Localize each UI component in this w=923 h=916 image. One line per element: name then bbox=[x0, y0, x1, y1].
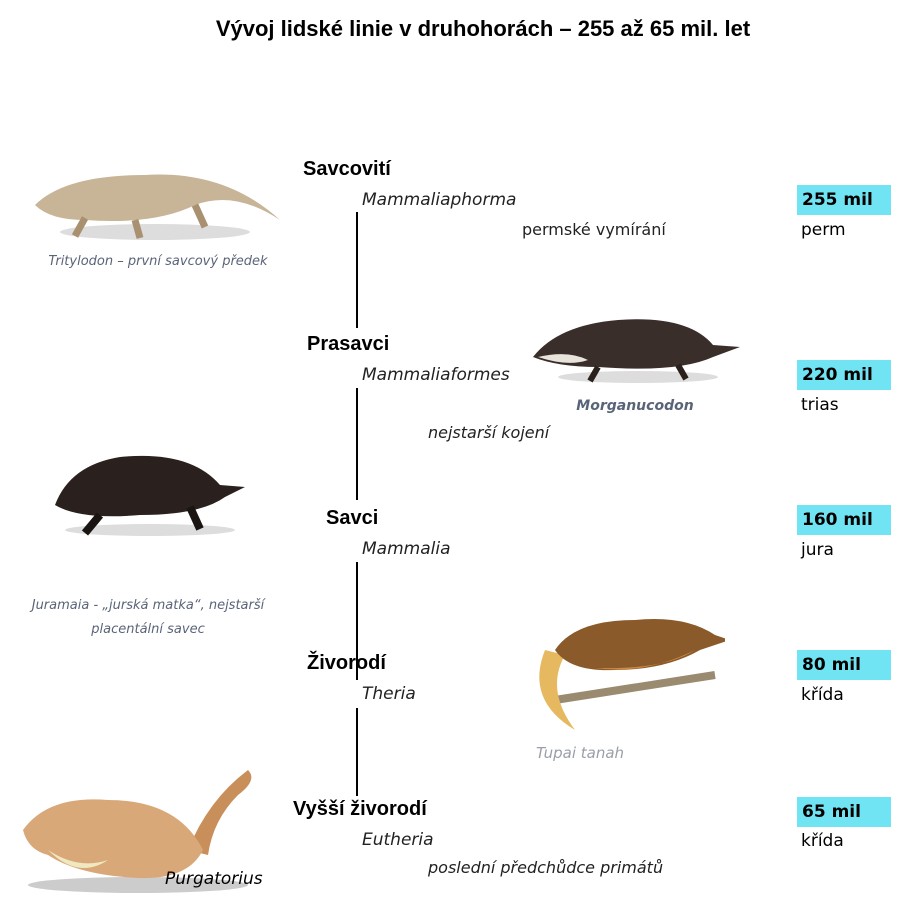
group-latin: Mammaliaformes bbox=[362, 365, 510, 385]
purgatorius-image bbox=[23, 770, 252, 893]
lineage-line bbox=[356, 562, 358, 680]
period-label: perm bbox=[801, 220, 846, 240]
age-badge: 80 mil bbox=[797, 650, 891, 680]
group-name: Savci bbox=[326, 507, 379, 529]
tupai-image bbox=[539, 619, 725, 730]
period-label: jura bbox=[801, 540, 834, 560]
morganucodon-caption: Morganucodon bbox=[576, 398, 694, 414]
tupai-caption: Tupai tanah bbox=[535, 744, 625, 762]
group-name: Savcovití bbox=[303, 158, 391, 180]
age-badge: 255 mil bbox=[797, 185, 891, 215]
group-name: Prasavci bbox=[307, 333, 390, 355]
group-note: poslední předchůdce primátů bbox=[428, 858, 664, 877]
juramaia-image bbox=[55, 455, 245, 536]
period-label: křída bbox=[801, 831, 844, 851]
period-label: křída bbox=[801, 685, 844, 705]
group-latin: Eutheria bbox=[362, 830, 434, 850]
lineage-line bbox=[356, 388, 358, 500]
morganucodon-image bbox=[533, 319, 740, 383]
age-badge: 220 mil bbox=[797, 360, 891, 390]
group-latin: Mammalia bbox=[362, 539, 451, 559]
lineage-line bbox=[356, 708, 358, 796]
purgatorius-caption: Purgatorius bbox=[165, 869, 263, 889]
tritylodon-caption: Tritylodon – první savcový předek bbox=[48, 254, 268, 269]
age-badge: 65 mil bbox=[797, 797, 891, 827]
group-latin: Mammaliaphorma bbox=[362, 190, 517, 210]
group-note: permské vymírání bbox=[522, 220, 666, 239]
group-name: Vyšší živorodí bbox=[293, 798, 427, 820]
group-note: nejstarší kojení bbox=[428, 423, 550, 442]
tritylodon-image bbox=[35, 174, 280, 240]
page-title: Vývoj lidské linie v druhohorách – 255 a… bbox=[215, 16, 751, 41]
age-badge: 160 mil bbox=[797, 505, 891, 535]
juramaia-caption-2: placentální savec bbox=[91, 622, 205, 637]
juramaia-caption-1: Juramaia - „jurská matka“, nejstarší bbox=[31, 598, 265, 613]
period-label: trias bbox=[801, 395, 839, 415]
lineage-line bbox=[356, 212, 358, 328]
group-name: Živorodí bbox=[307, 652, 386, 674]
group-latin: Theria bbox=[362, 684, 416, 704]
